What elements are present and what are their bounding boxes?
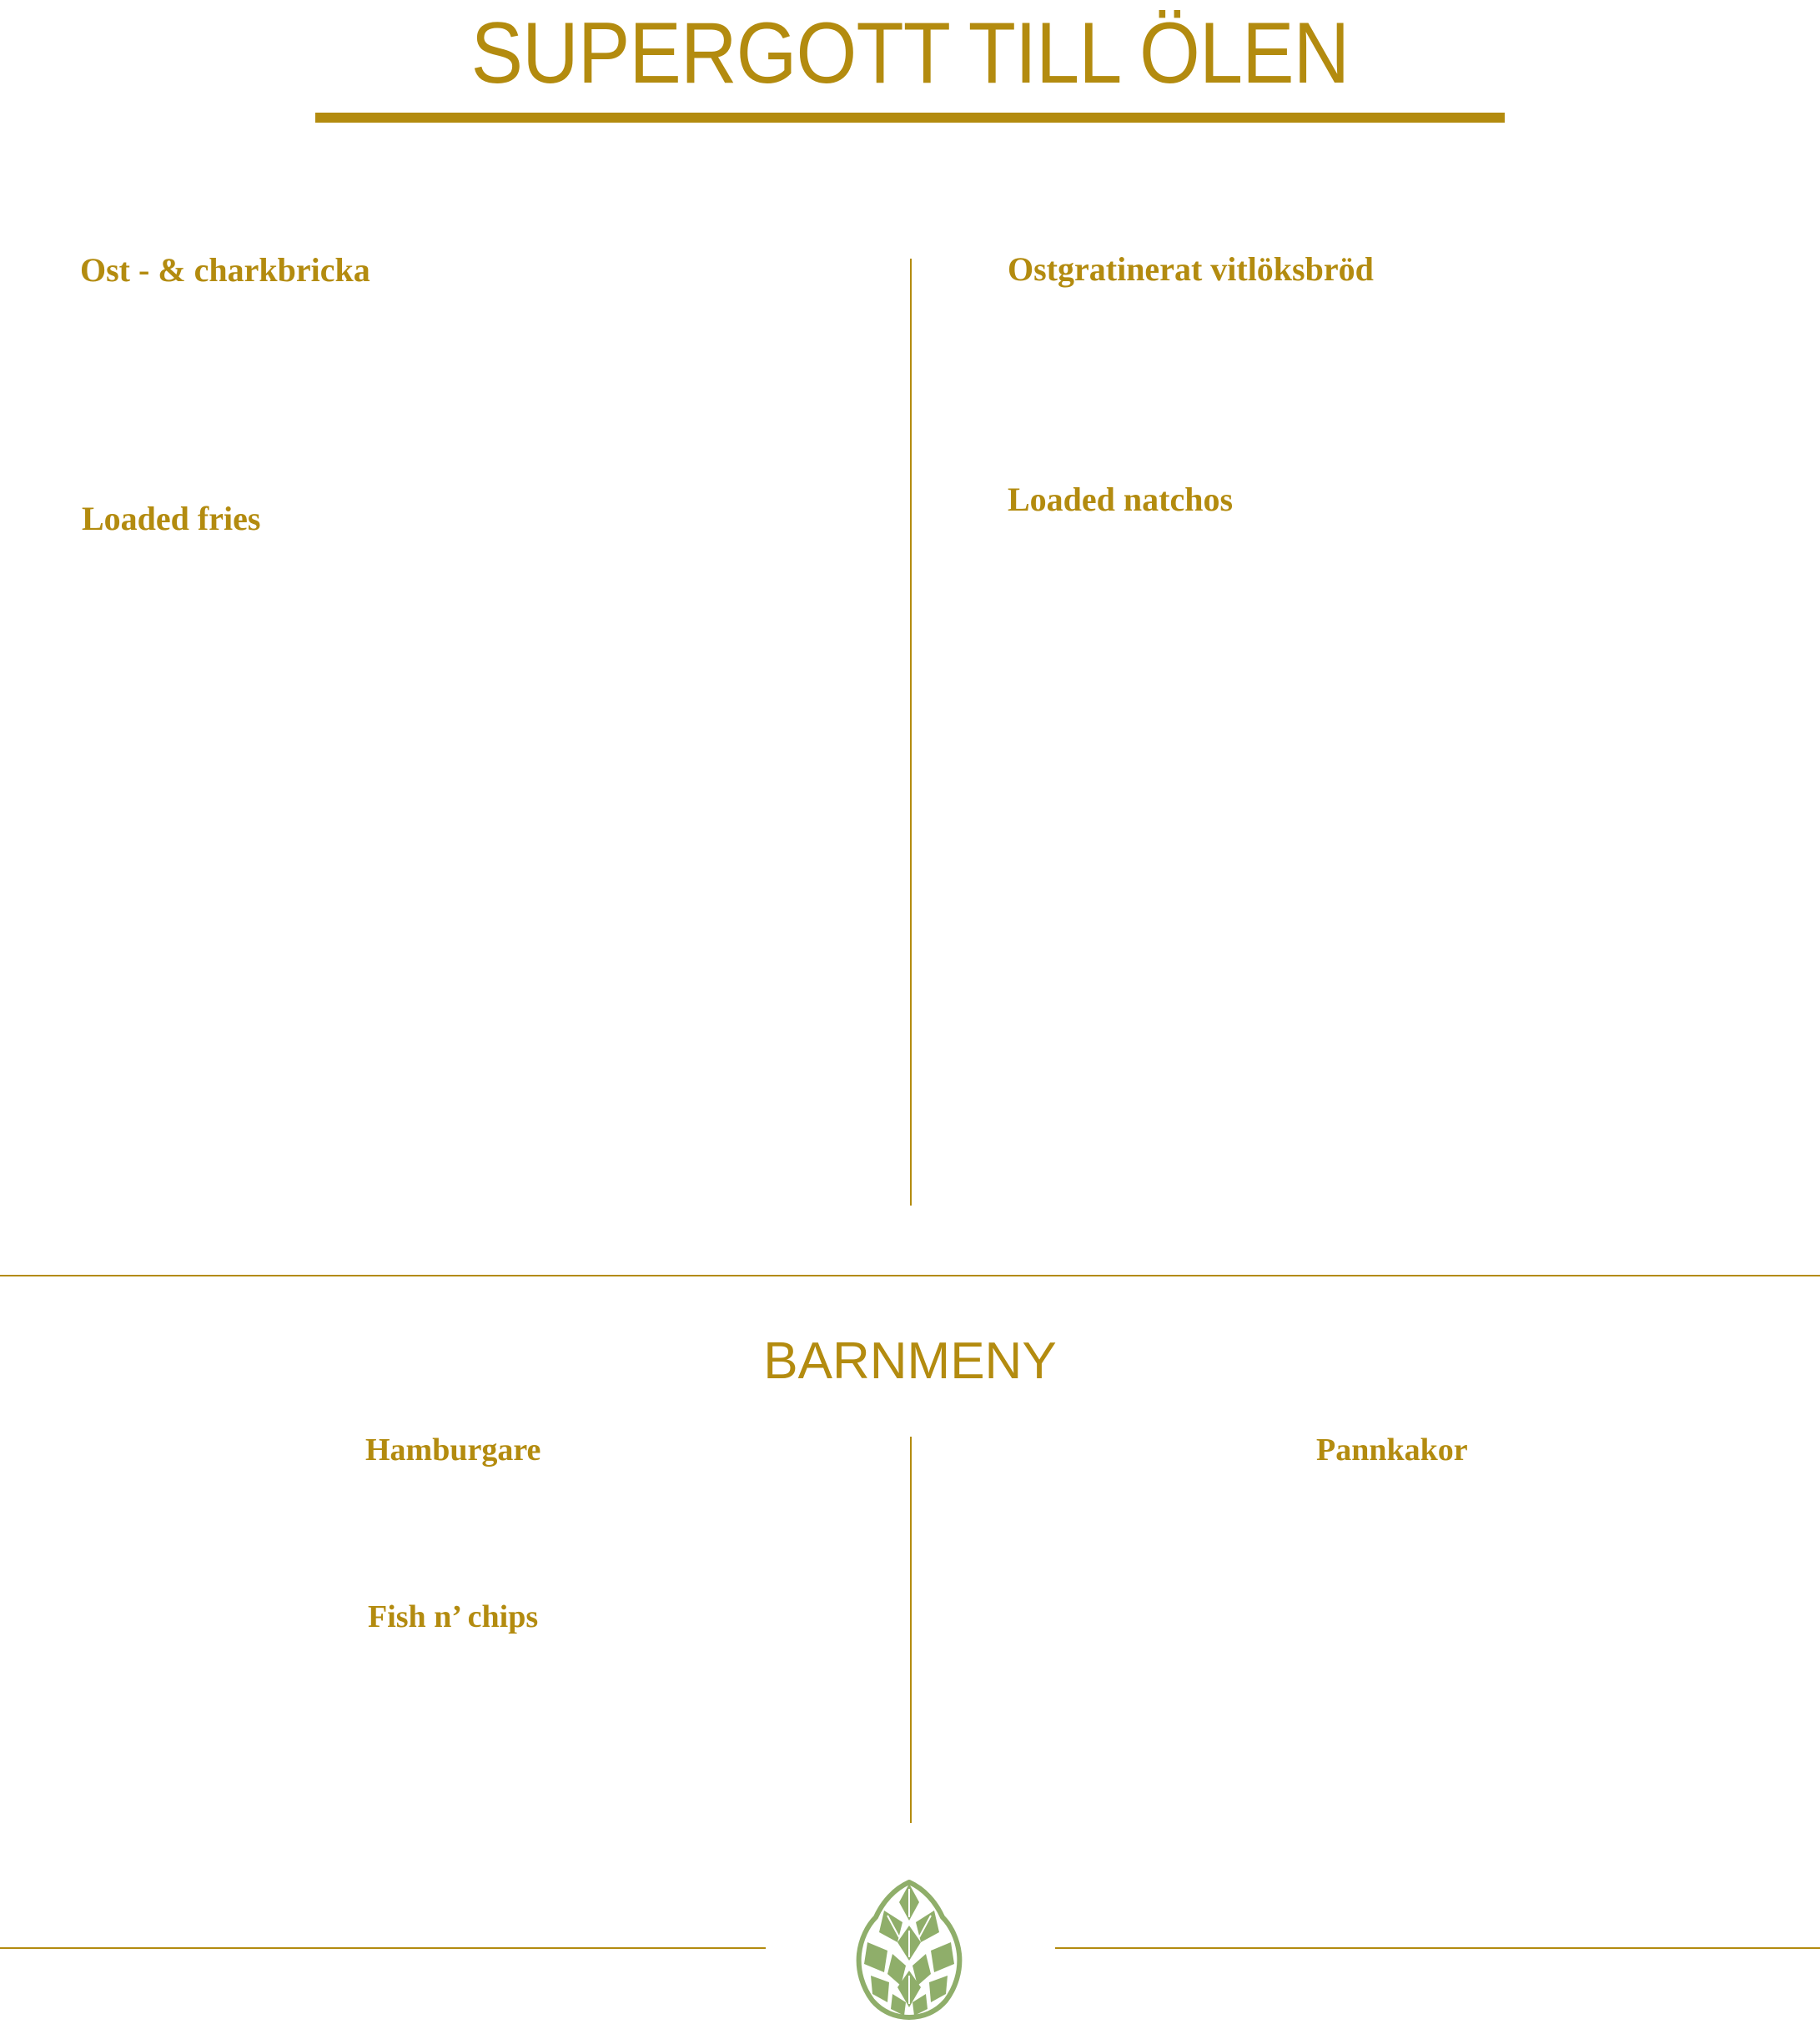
menu-item-cheese-charcuterie: Ost - & charkbricka <box>80 251 370 289</box>
hop-cone-icon <box>856 1880 963 2020</box>
footer-line-right <box>1055 1947 1820 1949</box>
menu-item-pancakes: Pannkakor <box>1316 1432 1468 1468</box>
section-divider <box>0 1275 1820 1276</box>
column-divider-top <box>910 259 912 1206</box>
menu-item-loaded-fries: Loaded fries <box>82 500 261 537</box>
menu-item-hamburger: Hamburgare <box>365 1432 541 1468</box>
section-title-kids-menu: BARNMENY <box>763 1332 1057 1390</box>
title-underline <box>315 113 1505 123</box>
footer-line-left <box>0 1947 766 1949</box>
page-title: SUPERGOTT TILL ÖLEN <box>470 5 1350 102</box>
menu-item-fish-and-chips: Fish n’ chips <box>368 1599 539 1634</box>
menu-item-loaded-nachos: Loaded natchos <box>1008 481 1234 518</box>
menu-item-garlic-bread: Ostgratinerat vitlöksbröd <box>1008 250 1374 288</box>
column-divider-bottom <box>910 1437 912 1823</box>
